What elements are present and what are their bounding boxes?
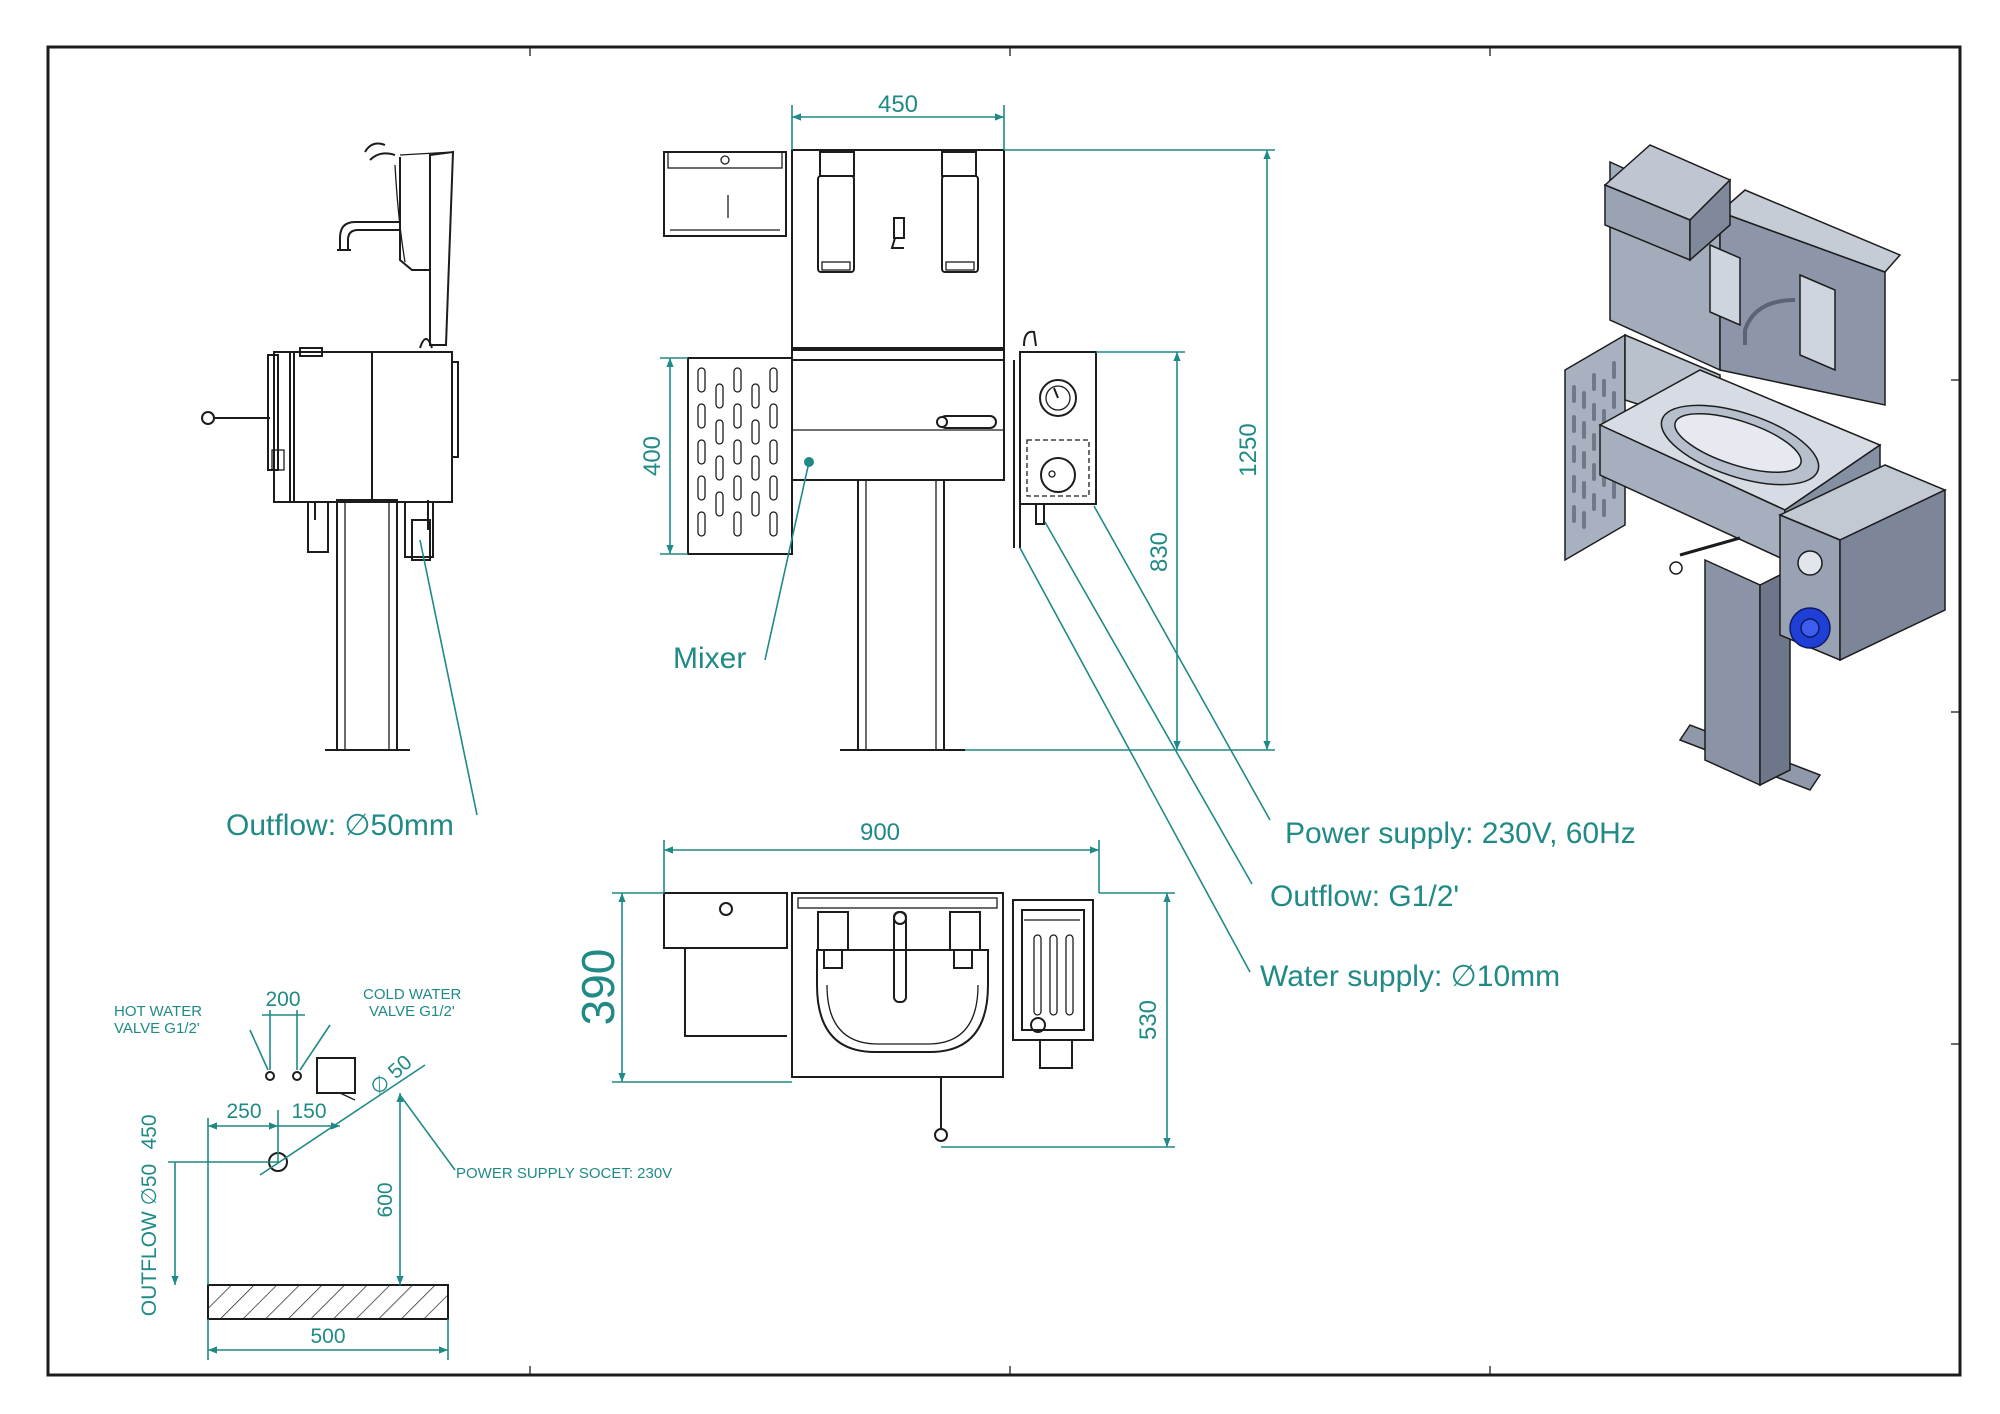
isometric-view bbox=[1564, 144, 1947, 791]
hot-water-label-2: VALVE G1/2' bbox=[114, 1020, 200, 1037]
outflow-g12-label: Outflow: G1/2' bbox=[1270, 880, 1459, 913]
mixer-label: Mixer bbox=[673, 642, 746, 675]
waste-basket bbox=[687, 357, 793, 555]
front-view bbox=[663, 149, 1097, 751]
power-supply-label: Power supply: 230V, 60Hz bbox=[1285, 817, 1636, 850]
side-view bbox=[201, 142, 459, 751]
control-box bbox=[1019, 351, 1097, 505]
power-socket bbox=[316, 1057, 356, 1094]
dim-600: 600 bbox=[374, 1182, 397, 1217]
dim-390: 390 bbox=[572, 949, 624, 1026]
dim-250: 250 bbox=[226, 1100, 261, 1123]
dim-400: 400 bbox=[639, 436, 666, 476]
cold-water-label-2: VALVE G1/2' bbox=[369, 1003, 455, 1020]
basket-slots bbox=[697, 367, 778, 537]
dim-450: 450 bbox=[878, 91, 918, 118]
dim-500: 500 bbox=[310, 1325, 345, 1348]
leader-lines bbox=[249, 457, 1271, 1171]
dim-450-plan: 450 bbox=[138, 1114, 161, 1149]
cold-water-label-1: COLD WATER bbox=[363, 986, 462, 1003]
dim-200: 200 bbox=[265, 988, 300, 1011]
dimensions bbox=[168, 105, 1275, 1360]
dim-900: 900 bbox=[860, 819, 900, 846]
box-slots bbox=[1033, 934, 1074, 1016]
drawing-frame bbox=[46, 45, 1962, 1377]
power-socket-label: POWER SUPPLY SOCET: 230V bbox=[456, 1165, 672, 1182]
outflow-vertical-label: OUTFLOW ∅50 bbox=[138, 1164, 161, 1316]
top-view bbox=[663, 892, 1094, 1142]
cold-water-valve bbox=[292, 1071, 302, 1081]
water-supply-label: Water supply: ∅10mm bbox=[1260, 960, 1560, 993]
installation-plan bbox=[207, 1057, 449, 1320]
outflow-50mm-label: Outflow: ∅50mm bbox=[226, 809, 454, 842]
back-panel bbox=[791, 149, 1005, 349]
hot-water-valve bbox=[265, 1071, 275, 1081]
dim-1250: 1250 bbox=[1235, 423, 1262, 476]
hot-water-label-1: HOT WATER bbox=[114, 1003, 202, 1020]
frame-ticks bbox=[529, 47, 1960, 1375]
dim-830: 830 bbox=[1146, 532, 1173, 572]
dim-150: 150 bbox=[291, 1100, 326, 1123]
dim-530: 530 bbox=[1135, 1000, 1162, 1040]
labels: 450 1250 830 400 Mixer Outflow: ∅50mm 90… bbox=[114, 91, 1636, 1348]
floor-hatch bbox=[207, 1284, 449, 1320]
